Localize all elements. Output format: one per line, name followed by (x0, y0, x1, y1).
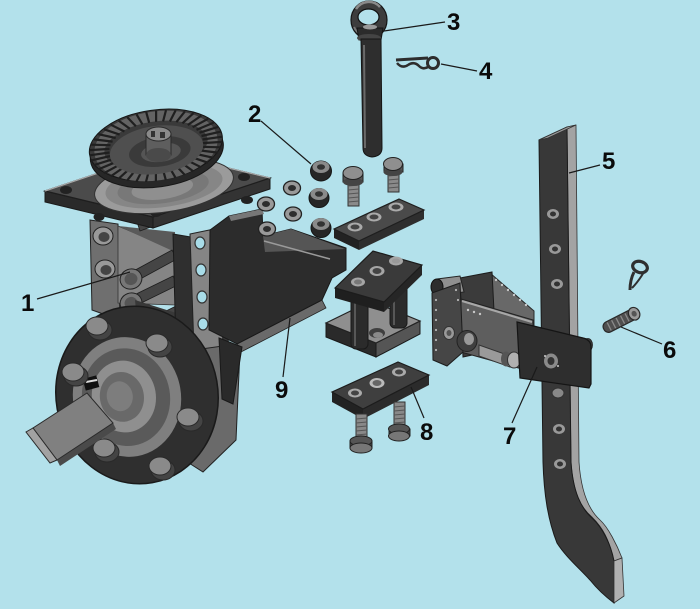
svg-text:4: 4 (479, 58, 493, 85)
svg-text:1: 1 (21, 290, 34, 317)
svg-text:2: 2 (248, 101, 261, 128)
svg-text:3: 3 (447, 9, 460, 36)
svg-text:7: 7 (503, 423, 516, 450)
svg-text:6: 6 (663, 337, 676, 364)
svg-text:9: 9 (275, 377, 288, 404)
svg-text:5: 5 (602, 148, 615, 175)
svg-text:8: 8 (420, 419, 433, 446)
